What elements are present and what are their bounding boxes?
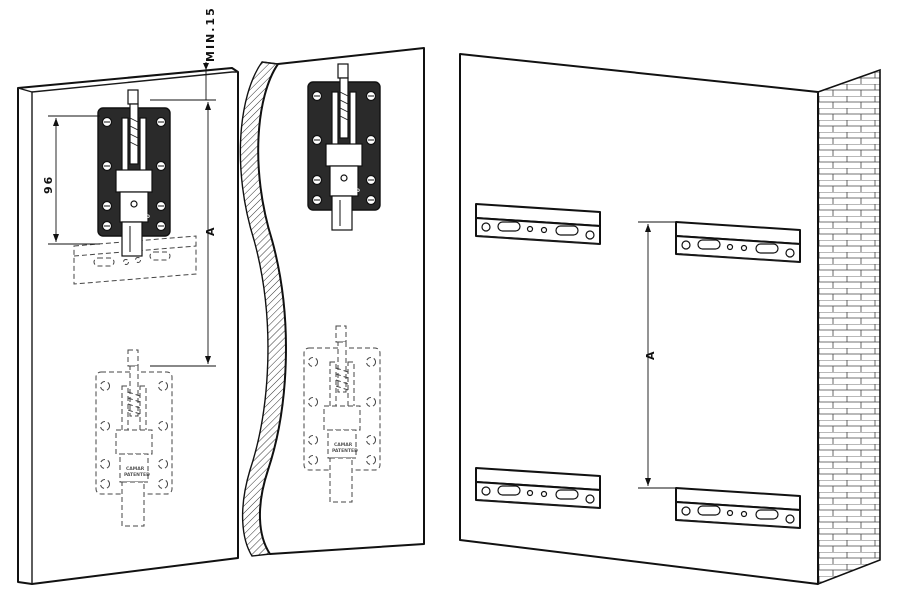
wall-rail-top-right — [675, 221, 801, 263]
bracket-brand-label: CAMAR — [126, 208, 145, 214]
middle-cabinet-panel — [239, 47, 425, 557]
hanger-bracket-top-middle: CAMAR PATENTED — [307, 63, 381, 231]
dimension-a-left-label: A — [204, 225, 217, 236]
wall-rail-bottom-left — [475, 467, 601, 509]
bracket-brand-label-ghost-middle: CAMAR — [334, 442, 353, 448]
dimension-96: 96 — [42, 115, 100, 245]
hanger-bracket-top-left: CAMAR PATENTED — [97, 89, 171, 257]
bracket-patent-label-middle: PATENTED — [334, 188, 360, 194]
dimension-min15: MIN.15 — [203, 6, 217, 100]
wall-rail-bottom-right — [675, 487, 801, 529]
bracket-patent-label-ghost: PATENTED — [124, 472, 150, 478]
hanger-bracket-ghost-middle: CAMAR PATENTED — [303, 325, 381, 503]
dimension-a-right: A — [638, 221, 676, 489]
dimension-min15-label: MIN.15 — [204, 6, 217, 62]
brick-wall — [817, 68, 881, 586]
dimension-a-left: A — [150, 99, 217, 367]
bracket-patent-label-ghost-middle: PATENTED — [332, 448, 358, 454]
bracket-patent-label: PATENTED — [124, 214, 150, 220]
left-cabinet-panel — [17, 67, 239, 585]
wall-rail-top-left — [475, 203, 601, 245]
hanger-bracket-ghost-left: CAMAR PATENTED — [95, 349, 173, 527]
bracket-brand-label-middle: CAMAR — [336, 182, 355, 188]
dimension-96-label: 96 — [42, 175, 55, 194]
dimension-a-right-label: A — [644, 349, 657, 360]
right-cabinet-panel — [459, 53, 819, 585]
bracket-brand-label-ghost: CAMAR — [126, 466, 145, 472]
rail-ghost-left — [73, 235, 197, 285]
